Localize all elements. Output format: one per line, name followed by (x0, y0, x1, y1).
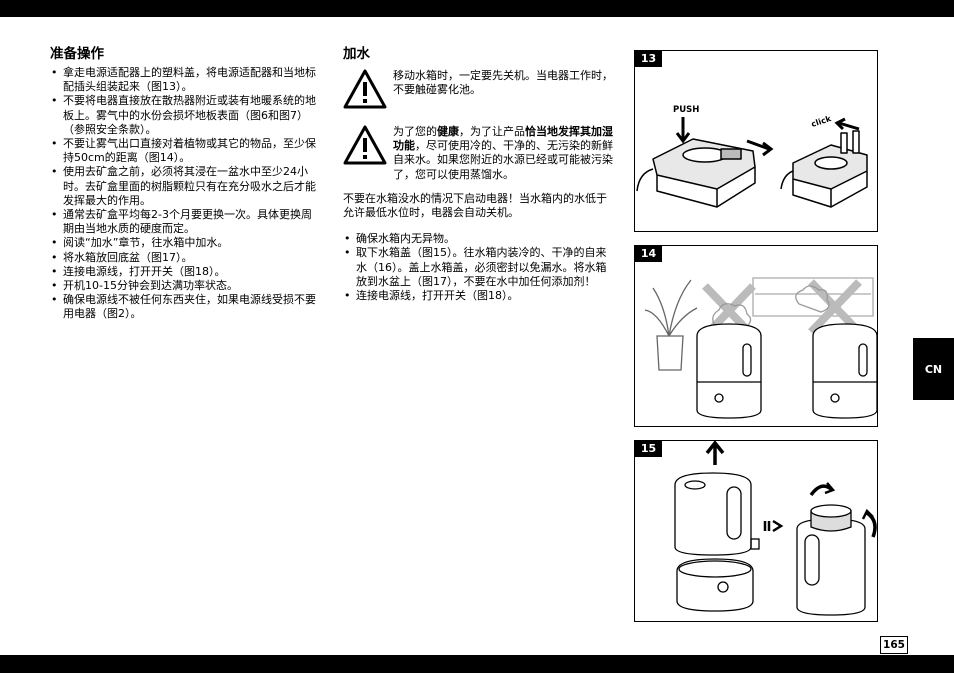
push-label: PUSH (673, 105, 700, 115)
emphasis-health: 健康 (437, 125, 459, 138)
warning-box: 移动水箱时，一定要先关机。当电器工作时，不要触碰雾化池。 (343, 69, 615, 115)
list-item: 将水箱放回底盆（图17）。 (50, 251, 322, 265)
list-item: 不要让雾气出口直接对着植物或其它的物品，至少保持50cm的距离（图14）。 (50, 137, 322, 165)
figure-number: 15 (635, 441, 662, 457)
text-fragment: ，尽可使用冷的、干净的、无污染的新鲜自来水。如果您附近的水源已经或可能被污染了，… (393, 139, 613, 181)
bottom-bar (0, 655, 954, 673)
text-fragment: ，为了让产品 (459, 125, 525, 138)
preparation-list: 拿走电源适配器上的塑料盖，将电源适配器和当地标配插头组装起来（图13）。 不要将… (50, 66, 322, 322)
figure-number: 14 (635, 246, 662, 262)
placement-illustration (644, 277, 877, 419)
list-item: 阅读“加水”章节，往水箱中加水。 (50, 236, 322, 250)
list-item: 确保电源线不被任何东西夹住，如果电源线受损不要用电器（图2）。 (50, 293, 322, 321)
warning-text: 为了您的健康，为了让产品恰当地发挥其加湿功能，尽可使用冷的、干净的、无污染的新鲜… (393, 125, 613, 181)
warning-triangle-icon (343, 125, 387, 165)
figure-number: 13 (635, 51, 662, 67)
add-water-list: 确保水箱内无异物。 取下水箱盖（图15）。往水箱内装冷的、干净的自来水（16）。… (343, 232, 615, 303)
figure-15: 15 (634, 440, 878, 622)
list-item: 使用去矿盒之前，必须将其浸在一盆水中至少24小时。去矿盒里面的树脂颗粒只有在充分… (50, 165, 322, 208)
list-item: 拿走电源适配器上的塑料盖，将电源适配器和当地标配插头组装起来（图13）。 (50, 66, 322, 94)
warning-triangle-icon (343, 69, 387, 109)
adapter-illustration (636, 117, 868, 208)
figure-13: 13 PUSH click (634, 50, 878, 232)
list-item: 开机10-15分钟会到达满功率状态。 (50, 279, 322, 293)
list-item: 连接电源线，打开开关（图18）。 (50, 265, 322, 279)
list-item: 取下水箱盖（图15）。往水箱内装冷的、干净的自来水（16）。盖上水箱盖，必须密封… (343, 246, 615, 289)
language-tab: CN (913, 338, 954, 400)
list-item: 连接电源线，打开开关（图18）。 (343, 289, 615, 303)
section-preparation: 准备操作 拿走电源适配器上的塑料盖，将电源适配器和当地标配插头组装起来（图13）… (50, 46, 322, 322)
page-number: 165 (880, 636, 908, 654)
text-fragment: 为了您的 (393, 125, 437, 138)
list-item: 通常去矿盒平均每2-3个月要更换一次。具体更换周期由当地水质的硬度而定。 (50, 208, 322, 236)
emphasis-humidify: 恰当地发挥其加湿功能 (393, 125, 613, 153)
section-title: 准备操作 (50, 46, 104, 62)
tank-removal-illustration (674, 441, 877, 616)
warning-box: 为了您的健康，为了让产品恰当地发挥其加湿功能，尽可使用冷的、干净的、无污染的新鲜… (343, 125, 615, 182)
top-bar (0, 0, 954, 17)
list-item: 确保水箱内无异物。 (343, 232, 615, 246)
figure-14: 14 (634, 245, 878, 427)
list-item: 不要将电器直接放在散热器附近或装有地暖系统的地板上。雾气中的水份会损坏地板表面（… (50, 94, 322, 137)
paragraph: 不要在水箱没水的情况下启动电器！当水箱内的水低于允许最低水位时，电器会自动关机。 (343, 191, 607, 220)
warning-text: 移动水箱时，一定要先关机。当电器工作时，不要触碰雾化池。 (393, 69, 613, 97)
section-add-water: 加水 移动水箱时，一定要先关机。当电器工作时，不要触碰雾化池。 为了您的健康，为… (343, 46, 615, 303)
section-title: 加水 (343, 46, 370, 62)
